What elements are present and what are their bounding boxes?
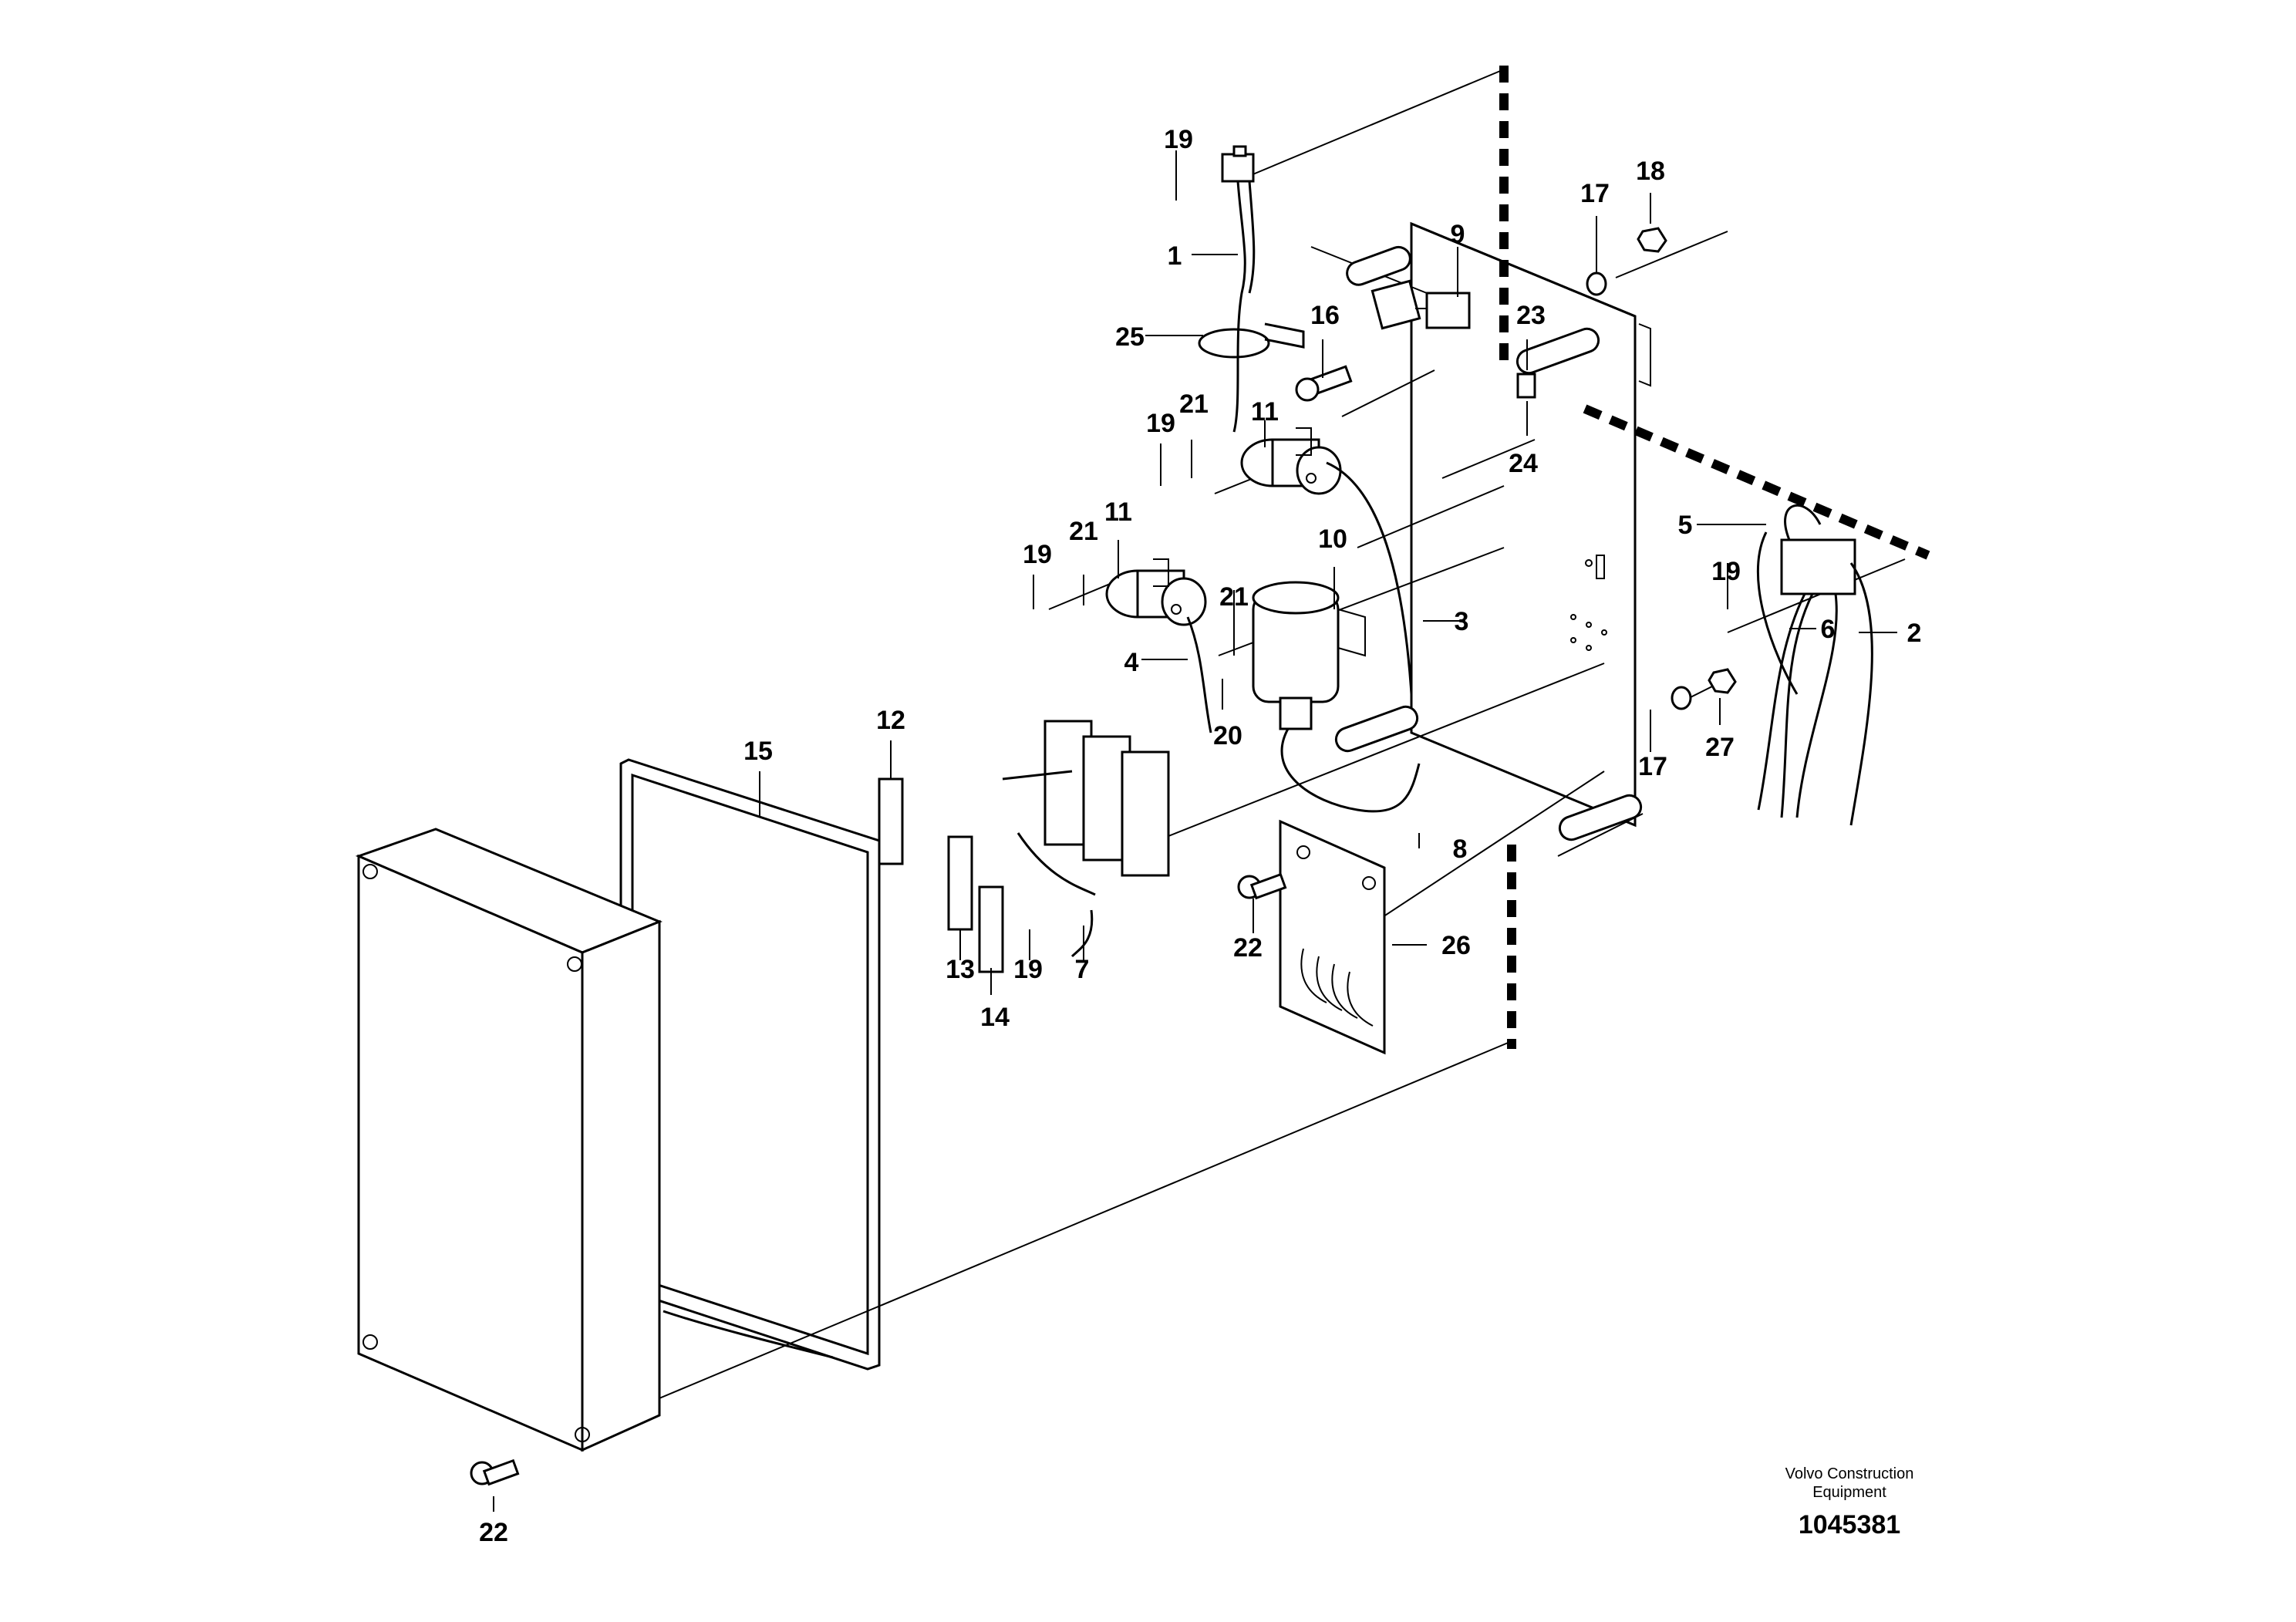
spacer-rollers xyxy=(1334,245,1643,841)
label-21: 21 xyxy=(1219,582,1249,612)
mounting-plate xyxy=(1410,221,1651,828)
label-12: 12 xyxy=(876,706,905,735)
switch-9 xyxy=(1371,279,1471,330)
break-line-right xyxy=(1583,404,1930,560)
label-25: 25 xyxy=(1115,322,1145,352)
company-line-1: Volvo Construction xyxy=(1785,1465,1914,1482)
label-15: 15 xyxy=(743,737,773,766)
label-22: 22 xyxy=(1233,933,1263,963)
label-5: 5 xyxy=(1678,511,1693,540)
label-24: 24 xyxy=(1509,449,1538,478)
clip-23 xyxy=(1516,373,1536,399)
label-1: 1 xyxy=(1168,241,1182,271)
label-8: 8 xyxy=(1453,835,1468,864)
relay-lower xyxy=(1105,558,1212,733)
label-20: 20 xyxy=(1213,721,1242,750)
fasteners-right xyxy=(1586,227,1737,710)
bolt-16 xyxy=(1295,365,1353,402)
label-23: 23 xyxy=(1516,301,1546,330)
bolt-22-middle xyxy=(1237,872,1287,900)
fuse-14 xyxy=(978,885,1004,973)
label-19: 19 xyxy=(1146,409,1175,438)
label-14: 14 xyxy=(980,1003,1010,1032)
label-17: 17 xyxy=(1580,179,1610,208)
label-26: 26 xyxy=(1441,931,1471,960)
fuse-12 xyxy=(878,777,904,865)
label-3: 3 xyxy=(1455,607,1469,636)
enclosure-box xyxy=(355,828,663,1452)
label-4: 4 xyxy=(1124,648,1139,677)
label-19: 19 xyxy=(1164,125,1193,154)
cable-harness-1 xyxy=(1198,145,1305,433)
label-21: 21 xyxy=(1179,389,1209,419)
label-13: 13 xyxy=(946,955,975,984)
cover-plate-26 xyxy=(1279,819,1386,1055)
label-17: 17 xyxy=(1638,752,1667,781)
label-11: 11 xyxy=(1251,397,1279,427)
drawing-number: 1045381 xyxy=(1799,1510,1900,1539)
label-9: 9 xyxy=(1451,220,1465,249)
label-leaders xyxy=(759,150,1897,995)
label-16: 16 xyxy=(1310,301,1340,330)
label-7: 7 xyxy=(1075,955,1090,984)
label-19: 19 xyxy=(1023,540,1052,569)
company-line-2: Equipment xyxy=(1812,1484,1886,1501)
label-19: 19 xyxy=(1711,557,1741,586)
callout-labels: 19 1 25 21 19 11 16 9 23 24 17 18 11 21 … xyxy=(479,125,1921,1547)
harness-right xyxy=(1756,504,1873,826)
label-6: 6 xyxy=(1821,615,1836,644)
label-21: 21 xyxy=(1069,517,1098,546)
bolt-22-bottom xyxy=(470,1458,520,1512)
footer: Volvo Construction Equipment 1045381 xyxy=(1785,1465,1914,1539)
label-2: 2 xyxy=(1907,619,1922,648)
label-18: 18 xyxy=(1636,157,1665,186)
label-19: 19 xyxy=(1013,955,1043,984)
label-27: 27 xyxy=(1705,733,1735,762)
label-10: 10 xyxy=(1318,524,1347,554)
fuse-13 xyxy=(947,835,973,931)
solenoid-10 xyxy=(1252,581,1421,813)
label-11: 11 xyxy=(1104,497,1132,527)
fuse-holder xyxy=(1002,720,1170,958)
relay-upper xyxy=(1240,427,1413,695)
label-22: 22 xyxy=(479,1518,508,1547)
